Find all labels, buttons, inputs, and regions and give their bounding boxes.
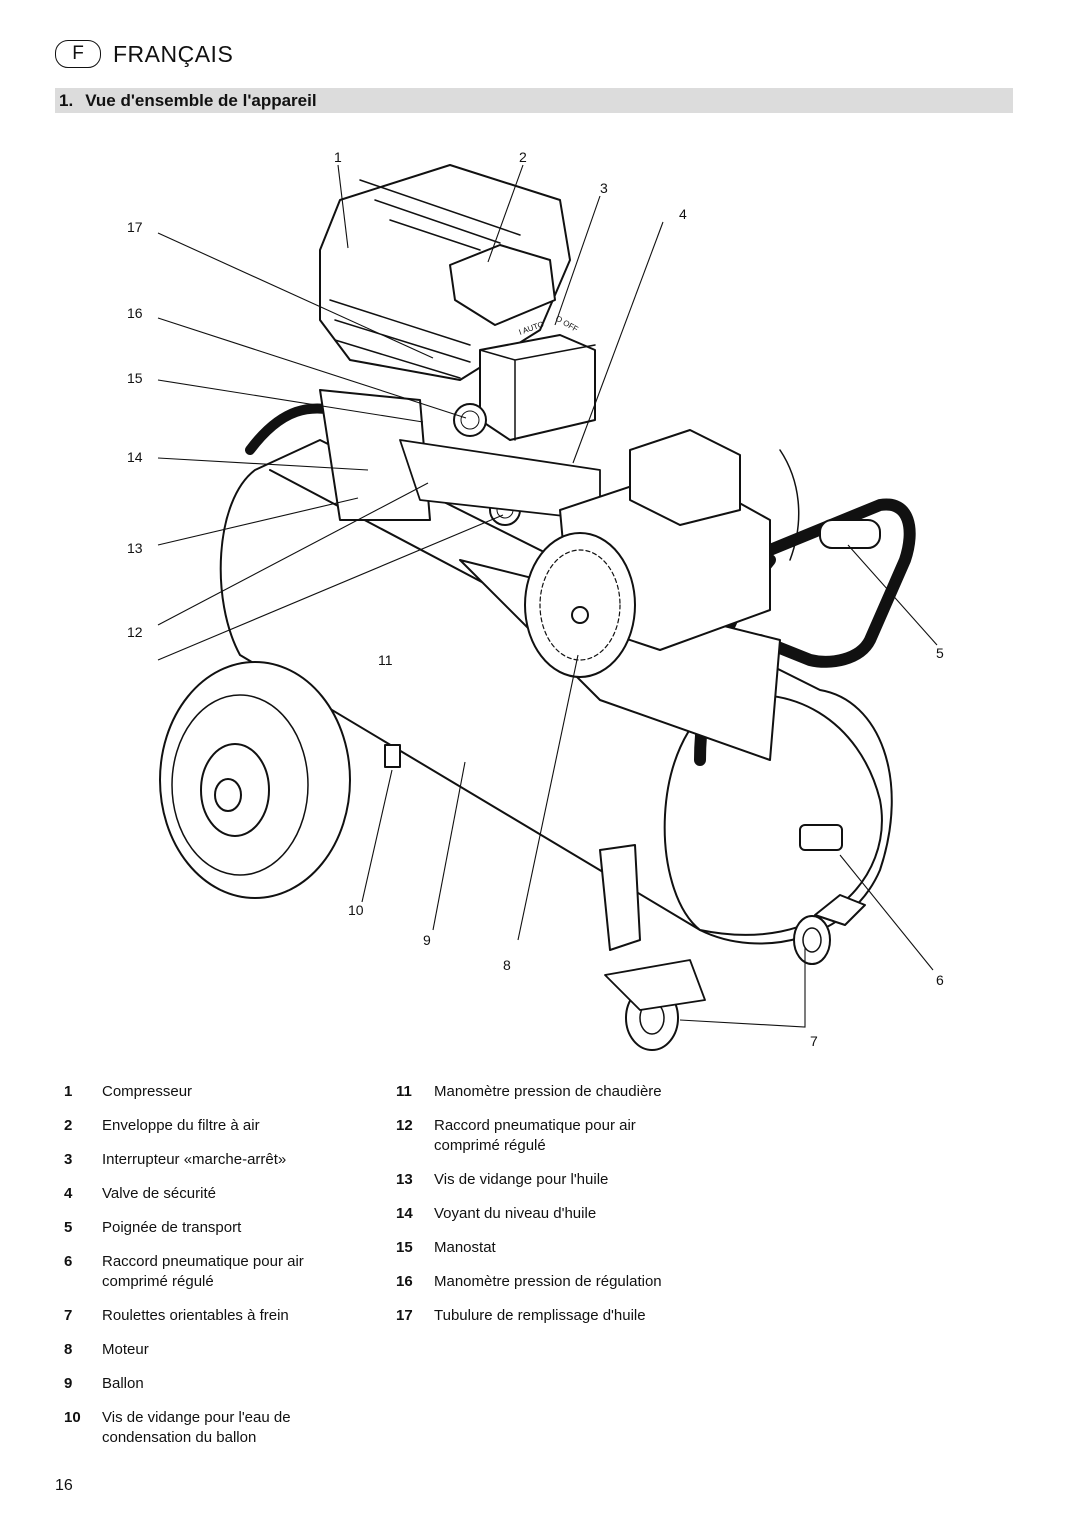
legend-right: 11 Manomètre pression de chaudière 12 Racc…	[396, 1082, 696, 1340]
legend-item: 5 Poignée de transport	[64, 1218, 364, 1238]
legend-item: 12 Raccord pneumatique pour air comprimé …	[396, 1116, 696, 1156]
legend-number: 6	[64, 1253, 73, 1270]
legend-text: Tubulure de remplissage d'huile	[434, 1307, 646, 1324]
legend-item: 2 Enveloppe du filtre à air	[64, 1116, 364, 1136]
legend-item: 1 Compresseur	[64, 1082, 364, 1102]
legend-number: 11	[396, 1083, 412, 1100]
language-name: FRANÇAIS	[113, 40, 234, 67]
legend-number: 14	[396, 1205, 413, 1222]
legend-number: 8	[64, 1341, 73, 1358]
regulation-gauge	[453, 403, 487, 437]
air-filter-housing	[449, 244, 556, 326]
legend-text: Manomètre pression de régulation	[434, 1273, 662, 1290]
pressure-switch	[479, 334, 596, 441]
section-number: 1.	[59, 90, 74, 110]
legend-number: 13	[396, 1171, 413, 1188]
callout-12: 12	[127, 624, 143, 640]
legend-text: Raccord pneumatique pour air comprimé ré…	[434, 1117, 636, 1154]
legend-text: Manomètre pression de chaudière	[434, 1083, 662, 1100]
terminal-box	[629, 429, 741, 526]
legend-number: 16	[396, 1273, 413, 1290]
legend-text: Vis de vidange pour l'eau de condensatio…	[102, 1409, 291, 1446]
legend-item: 13 Vis de vidange pour l'huile	[396, 1170, 696, 1190]
section-title: Vue d'ensemble de l'appareil	[85, 90, 317, 110]
legend-text: Ballon	[102, 1375, 144, 1392]
legend-item: 16 Manomètre pression de régulation	[396, 1272, 696, 1292]
legend-number: 17	[396, 1307, 413, 1324]
legend-text: Voyant du niveau d'huile	[434, 1205, 597, 1222]
callout-17: 17	[127, 219, 143, 235]
legend-text: Interrupteur «marche-arrêt»	[102, 1151, 287, 1168]
callout-5: 5	[936, 645, 944, 661]
legend-text: Enveloppe du filtre à air	[102, 1117, 260, 1134]
callout-15: 15	[127, 370, 143, 386]
callout-7: 7	[810, 1033, 818, 1049]
legend-item: 4 Valve de sécurité	[64, 1184, 364, 1204]
callout-6: 6	[936, 972, 944, 988]
callout-16: 16	[127, 305, 143, 321]
legend-number: 10	[64, 1409, 81, 1426]
legend-text: Valve de sécurité	[102, 1185, 216, 1202]
compressor-diagram: I AUTO O OFF 1 2 3 4 5 6 7 8 9 10 11 12 …	[127, 149, 944, 1051]
legend-text: Compresseur	[102, 1083, 193, 1100]
motor-fan-cover	[524, 532, 636, 678]
outlet-coupling	[799, 824, 843, 851]
cylinder-block	[319, 389, 431, 521]
callout-1: 1	[334, 149, 342, 165]
legend-item: 9 Ballon	[64, 1374, 364, 1394]
legend-number: 4	[64, 1185, 73, 1202]
legend-number: 15	[396, 1239, 413, 1256]
legend-text: Manostat	[434, 1239, 496, 1256]
language-header: F FRANÇAIS	[55, 40, 233, 68]
legend-number: 12	[396, 1117, 413, 1134]
legend-item: 8 Moteur	[64, 1340, 364, 1360]
compressor-illustration	[159, 164, 916, 1051]
legend-text: Moteur	[102, 1341, 149, 1358]
legend-text: Poignée de transport	[102, 1219, 242, 1236]
callout-4: 4	[679, 206, 687, 222]
callout-13: 13	[127, 540, 143, 556]
leader-lines	[157, 164, 938, 1028]
page-number: 16	[55, 1477, 73, 1494]
rear-caster	[793, 915, 831, 965]
legend-number: 2	[64, 1117, 73, 1134]
legend-item: 3 Interrupteur «marche-arrêt»	[64, 1150, 364, 1170]
legend-item: 14 Voyant du niveau d'huile	[396, 1204, 696, 1224]
legend-text: Vis de vidange pour l'huile	[434, 1171, 609, 1188]
legend-number: 5	[64, 1219, 73, 1236]
legend-item: 17 Tubulure de remplissage d'huile	[396, 1306, 696, 1326]
legend-text: Roulettes orientables à frein	[102, 1307, 289, 1324]
legend-item: 11 Manomètre pression de chaudière	[396, 1082, 696, 1102]
section-heading: 1. Vue d'ensemble de l'appareil	[55, 88, 1013, 113]
legend-item: 7 Roulettes orientables à frein	[64, 1306, 364, 1326]
callout-14: 14	[127, 449, 143, 465]
legend-number: 7	[64, 1307, 73, 1324]
callout-9: 9	[423, 932, 431, 948]
legend-text: Raccord pneumatique pour air comprimé ré…	[102, 1253, 304, 1290]
callout-2: 2	[519, 149, 527, 165]
legend-number: 1	[64, 1083, 73, 1100]
legend-item: 10 Vis de vidange pour l'eau de condensat…	[64, 1408, 364, 1448]
legend-item: 6 Raccord pneumatique pour air comprimé r…	[64, 1252, 364, 1292]
legend-item: 15 Manostat	[396, 1238, 696, 1258]
legend-number: 9	[64, 1375, 73, 1392]
callout-3: 3	[600, 180, 608, 196]
language-code-badge: F	[55, 40, 101, 68]
callout-10: 10	[348, 902, 364, 918]
callout-8: 8	[503, 957, 511, 973]
legend-number: 3	[64, 1151, 73, 1168]
transport-handle	[754, 498, 916, 668]
callout-11: 11	[378, 652, 393, 668]
